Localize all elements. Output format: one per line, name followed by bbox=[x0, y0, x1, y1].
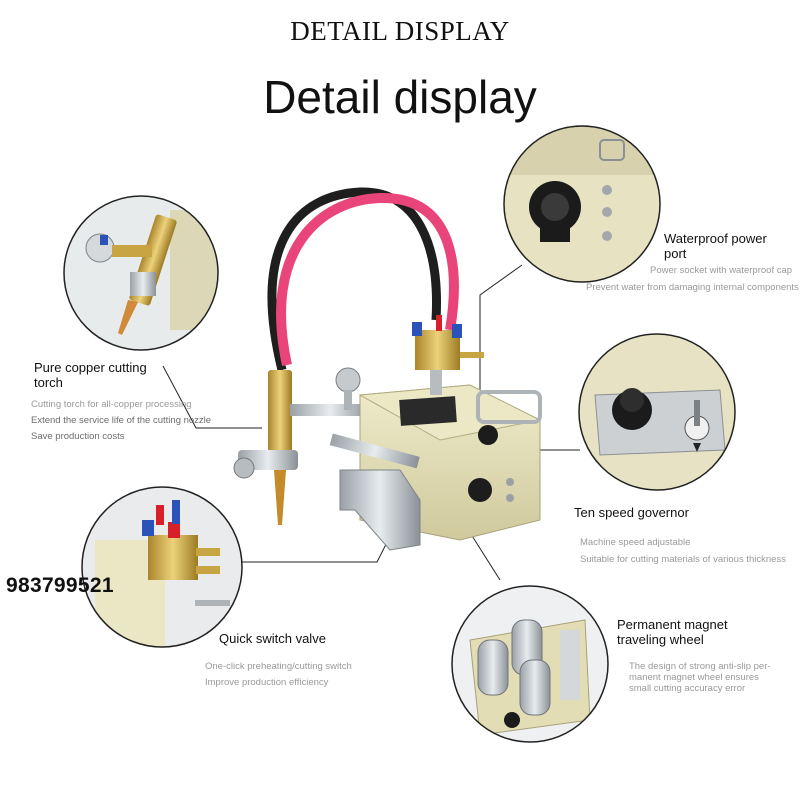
watermark-number: 983799521 bbox=[6, 574, 114, 597]
valve-desc1: One-click preheating/cutting switch bbox=[205, 661, 352, 672]
power-port-title-line1: Waterproof power bbox=[664, 231, 767, 246]
wheel-title-line2: traveling wheel bbox=[617, 632, 704, 647]
valve-icon bbox=[148, 535, 198, 580]
torch-title-line1: Pure copper cutting bbox=[34, 360, 147, 375]
wheel-desc2: manent magnet wheel ensures bbox=[629, 672, 759, 683]
torch-title: Pure copper cutting torch bbox=[34, 360, 147, 390]
detail-torch bbox=[63, 195, 219, 351]
name-plate bbox=[399, 396, 457, 426]
torch-desc1: Cutting torch for all-copper processing bbox=[31, 399, 192, 410]
power-port-title: Waterproof power port bbox=[664, 231, 767, 261]
governor-desc1: Machine speed adjustable bbox=[580, 537, 691, 548]
handle bbox=[476, 390, 542, 424]
speed-knob bbox=[468, 478, 492, 502]
leader-line-torch bbox=[162, 365, 262, 429]
wheel-desc1: The design of strong anti-slip per- bbox=[629, 661, 771, 672]
top-switch bbox=[478, 425, 498, 445]
detail-governor bbox=[578, 333, 736, 491]
torch-body bbox=[268, 370, 292, 470]
governor-title: Ten speed governor bbox=[574, 505, 689, 520]
cutting-nozzle bbox=[274, 470, 286, 525]
valve-title: Quick switch valve bbox=[219, 631, 326, 646]
power-port-title-line2: port bbox=[664, 246, 687, 261]
black-hose bbox=[267, 187, 441, 372]
cross-bar bbox=[290, 404, 370, 416]
torch-title-line2: torch bbox=[34, 375, 63, 390]
top-knob bbox=[335, 367, 361, 393]
red-hose bbox=[276, 192, 459, 367]
wheel-title: Permanent magnet traveling wheel bbox=[617, 617, 728, 647]
wheel-title-line1: Permanent magnet bbox=[617, 617, 728, 632]
power-port-desc2: Prevent water from damaging internal com… bbox=[586, 282, 799, 293]
torch-desc2: Extend the service life of the cutting n… bbox=[31, 415, 212, 426]
detail-wheel bbox=[451, 585, 609, 743]
wheel-desc: The design of strong anti-slip per- mane… bbox=[629, 661, 771, 694]
torch-desc3: Save production costs bbox=[31, 431, 125, 442]
magnet-wheel-icon bbox=[477, 639, 509, 696]
side-plate bbox=[339, 469, 421, 551]
wheel-desc3: small cutting accuracy error bbox=[629, 683, 746, 694]
power-port-desc1: Power socket with waterproof cap bbox=[650, 265, 793, 276]
header-title: DETAIL DISPLAY bbox=[290, 16, 510, 46]
detail-valve bbox=[81, 486, 243, 648]
cutting-machine bbox=[233, 187, 542, 551]
leader-line-power bbox=[479, 264, 523, 430]
torch-knob bbox=[233, 457, 255, 479]
governor-desc2: Suitable for cutting materials of variou… bbox=[580, 554, 786, 565]
page-title: Detail display bbox=[263, 71, 537, 123]
detail-power-port bbox=[503, 125, 661, 283]
valve-desc2: Improve production efficiency bbox=[205, 677, 329, 688]
